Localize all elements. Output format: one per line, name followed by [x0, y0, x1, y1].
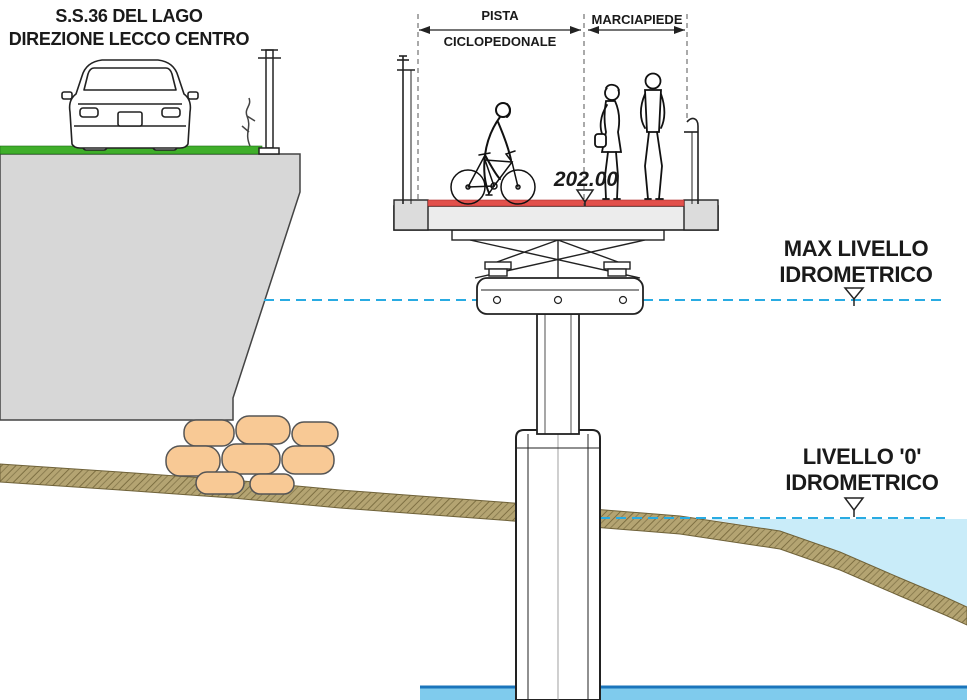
deck-surface-red — [427, 199, 685, 207]
bearing-stack — [603, 261, 631, 270]
pedestrians — [594, 72, 666, 200]
deck-slab — [393, 205, 719, 231]
deck-curb-right — [683, 199, 719, 231]
car-rear-window — [83, 67, 177, 91]
arrowhead — [588, 26, 599, 34]
bottom-water-strip — [420, 685, 967, 700]
zero-level-label-line1: LIVELLO '0' — [803, 444, 921, 469]
deck-curb-left — [393, 199, 429, 231]
max-level-label-line1: MAX LIVELLO — [784, 236, 929, 261]
rider — [483, 102, 512, 194]
zero-level-label-line2: IDROMETRICO — [785, 470, 938, 495]
dim-marciapiede: MARCIAPIEDE — [588, 12, 685, 34]
rock — [281, 445, 335, 475]
parapet-right — [684, 117, 699, 204]
water-fill-shape — [707, 519, 967, 607]
max-level-label-line2: IDROMETRICO — [779, 262, 932, 287]
bearing-truss — [469, 239, 646, 279]
road-embankment-section — [0, 49, 301, 421]
deck-crossbeam — [451, 229, 665, 241]
lake-water — [707, 519, 967, 607]
pier-cap — [476, 277, 644, 315]
ground-hatched-shape — [0, 463, 967, 626]
rock — [249, 473, 295, 495]
level-marker-icon — [575, 189, 595, 206]
car-mirror-right — [187, 91, 199, 100]
marciapiede-label: MARCIAPIEDE — [591, 12, 682, 27]
road-label-line1: S.S.36 DEL LAGO — [55, 6, 203, 26]
pier-structure — [469, 239, 646, 700]
guardrail-post — [258, 49, 281, 155]
bearing-stack — [488, 268, 508, 277]
arrowhead — [674, 26, 685, 34]
car-license-plate — [117, 111, 143, 127]
rock — [221, 443, 281, 475]
bridge-deck — [393, 55, 719, 241]
bearing-stack — [607, 268, 627, 277]
ground-band — [0, 463, 967, 626]
woman-bag — [594, 133, 607, 148]
rock — [195, 471, 245, 495]
car — [61, 59, 199, 151]
dimension-annotations: PISTA CICLOPEDONALE MARCIAPIEDE — [417, 8, 688, 206]
dim-pista: PISTA CICLOPEDONALE — [419, 8, 581, 49]
water-level-marker-icon — [843, 287, 865, 306]
rock — [183, 419, 235, 447]
elevation-value: 202.00 — [553, 168, 619, 191]
arrowhead — [570, 26, 581, 34]
pedestrian-woman — [594, 83, 623, 200]
arrowhead — [419, 26, 430, 34]
zero-water-level-annotation: LIVELLO '0' IDROMETRICO — [785, 444, 939, 517]
concrete-abutment — [0, 153, 301, 421]
deck-elevation-annotation: 202.00 — [553, 168, 619, 206]
pedestrian-man — [639, 72, 666, 200]
cyclist — [450, 102, 536, 205]
road-labels: S.S.36 DEL LAGO DIREZIONE LECCO CENTRO — [9, 6, 250, 49]
water-level-marker-icon — [843, 497, 865, 517]
pista-label-line1: PISTA — [481, 8, 519, 23]
bearing-stack — [484, 261, 512, 270]
car-mirror-left — [61, 91, 73, 100]
car-taillight-right — [161, 107, 181, 118]
bottom-water-strip-fill — [420, 688, 967, 700]
cap-bolt — [553, 295, 563, 305]
man-head — [644, 72, 662, 90]
max-water-level-annotation: MAX LIVELLO IDROMETRICO — [779, 236, 933, 306]
man-torso — [644, 89, 662, 133]
roadside-plant — [241, 97, 256, 147]
parapet-left — [397, 55, 415, 204]
pista-label-line2: CICLOPEDONALE — [444, 34, 557, 49]
rock — [165, 445, 221, 477]
rock — [291, 421, 339, 447]
car-taillight-left — [79, 107, 99, 118]
pier-column — [536, 313, 580, 435]
road-label-line2: DIREZIONE LECCO CENTRO — [9, 29, 250, 49]
riprap-rocks — [165, 415, 339, 495]
rock — [235, 415, 291, 445]
cap-bolt — [618, 295, 628, 305]
bike-front-wheel — [500, 169, 536, 205]
cap-bolt — [492, 295, 502, 305]
